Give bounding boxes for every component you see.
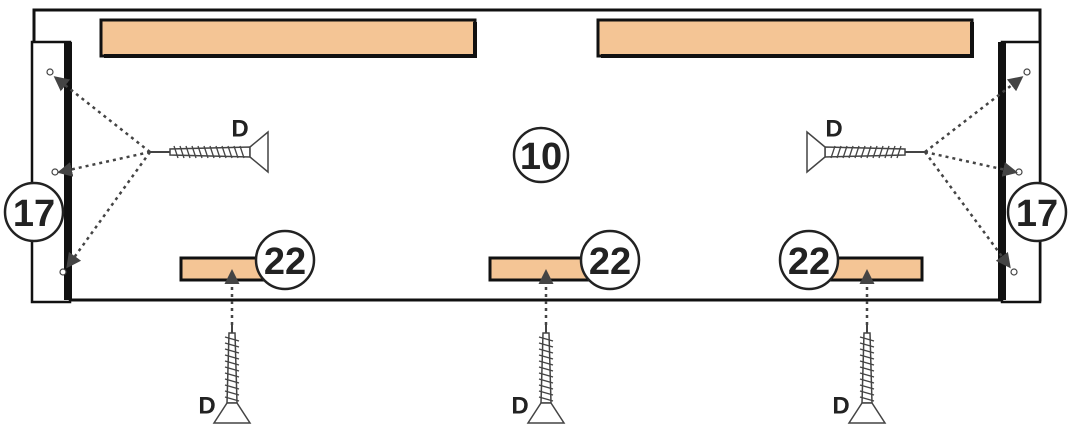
guide-line <box>924 150 1018 177</box>
screw-label: D <box>511 393 528 420</box>
part-label-rail-right: 22 <box>788 241 830 283</box>
rail-left <box>179 256 265 282</box>
guide-line <box>57 150 151 177</box>
screw-label: D <box>825 116 842 143</box>
part-label-side-left: 17 <box>13 193 55 235</box>
screw-bottom-left <box>213 324 251 424</box>
screw-hole <box>46 68 54 76</box>
guide-line <box>923 151 1011 269</box>
screw-hole <box>51 168 59 176</box>
screw-hole <box>1023 68 1031 76</box>
screw-hole <box>1010 268 1018 276</box>
part-label-rail-center: 22 <box>589 241 631 283</box>
screw-hole <box>59 268 67 276</box>
guide-line <box>53 76 151 153</box>
screw-label: D <box>832 393 849 420</box>
screw-bottom-center <box>527 324 565 424</box>
rail-center <box>488 256 592 282</box>
screw-hole <box>1015 168 1023 176</box>
part-label-panel: 10 <box>520 136 562 178</box>
wood-strip-top-right <box>596 18 974 58</box>
guide-line <box>66 151 152 269</box>
wood-strip-top-left <box>99 18 477 58</box>
part-label-rail-left: 22 <box>264 241 306 283</box>
screw-bottom-right <box>848 324 886 424</box>
screw-label: D <box>231 116 248 143</box>
part-label-side-right: 17 <box>1016 193 1058 235</box>
screw-label: D <box>198 393 215 420</box>
